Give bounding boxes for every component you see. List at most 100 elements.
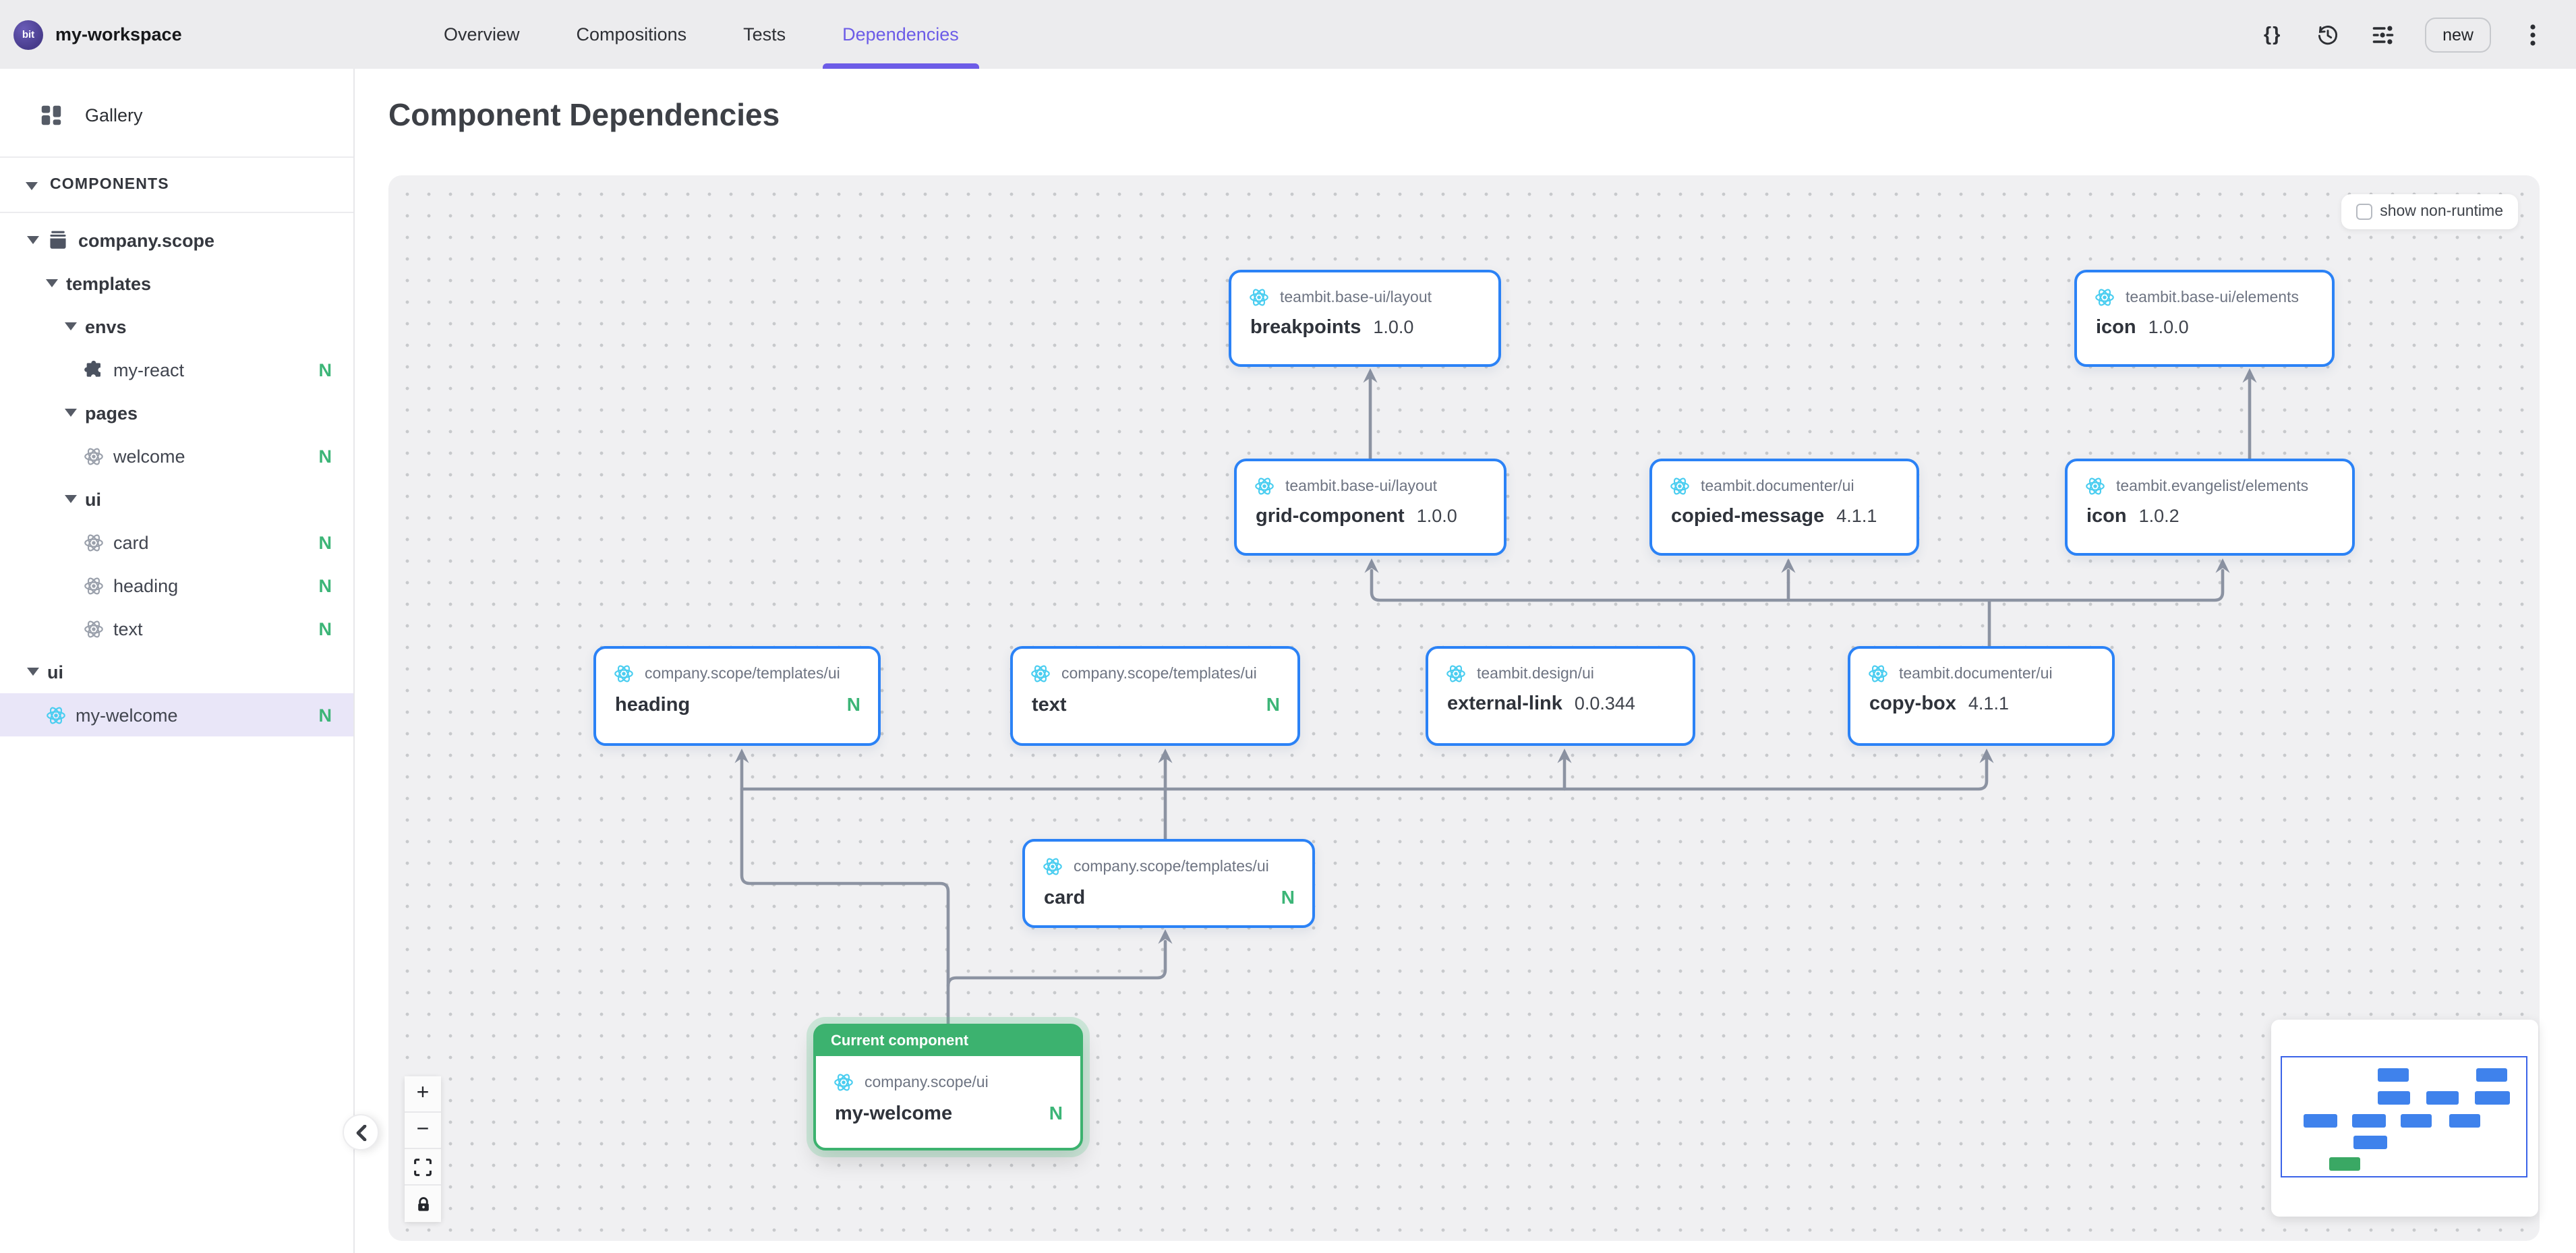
new-button[interactable]: new: [2425, 17, 2491, 52]
zoom-in-button[interactable]: +: [405, 1076, 441, 1113]
react-gray-icon: [82, 575, 104, 595]
gallery-label: Gallery: [85, 105, 143, 125]
code-braces-icon[interactable]: {}: [2263, 24, 2282, 45]
new-status-badge: N: [318, 532, 332, 552]
tree-item-label: ui: [47, 662, 63, 682]
react-cyan-icon: [45, 705, 66, 725]
node-name-label: my-welcome: [835, 1103, 953, 1125]
graph-node-grid-component[interactable]: teambit.base-ui/layout grid-component 1.…: [1234, 459, 1506, 556]
tab-overview[interactable]: Overview: [444, 24, 520, 45]
react-cyan-icon: [1446, 664, 1466, 684]
graph-node-icon-elements[interactable]: teambit.base-ui/elements icon 1.0.0: [2074, 270, 2335, 367]
sidebar-item-gallery[interactable]: Gallery: [0, 69, 353, 156]
new-status-badge: N: [318, 359, 332, 380]
node-version-label: 1.0.0: [1416, 506, 1457, 526]
settings-sliders-icon[interactable]: [2370, 21, 2397, 48]
chevron-down-icon[interactable]: [63, 322, 77, 330]
node-version-label: 1.0.0: [2148, 317, 2189, 337]
zoom-out-button[interactable]: −: [405, 1113, 441, 1149]
sidebar-item-pages[interactable]: pages: [0, 391, 353, 434]
kebab-menu-icon[interactable]: [2519, 21, 2546, 48]
react-cyan-icon: [833, 1072, 854, 1092]
top-nav-tabs: Overview Compositions Tests Dependencies: [415, 0, 987, 69]
new-status-badge: N: [318, 705, 332, 725]
node-name-label: icon: [2096, 317, 2136, 339]
graph-node-card[interactable]: company.scope/templates/ui card N: [1022, 839, 1315, 928]
sidebar-item-envs[interactable]: envs: [0, 305, 353, 348]
show-non-runtime-toggle[interactable]: show non-runtime: [2341, 194, 2518, 229]
node-scope-label: company.scope/templates/ui: [645, 666, 840, 682]
dependency-graph-canvas[interactable]: show non-runtime +− teambit.base-ui/layo…: [388, 175, 2540, 1241]
graph-node-external-link[interactable]: teambit.design/ui external-link 0.0.344: [1426, 646, 1695, 746]
node-scope-label: teambit.evangelist/elements: [2116, 478, 2309, 494]
fit-view-button[interactable]: [405, 1149, 441, 1186]
node-name-label: breakpoints: [1250, 317, 1362, 339]
history-icon[interactable]: [2314, 21, 2341, 48]
tree-item-label: templates: [66, 273, 152, 293]
tab-compositions[interactable]: Compositions: [576, 24, 687, 45]
graph-node-copied-message[interactable]: teambit.documenter/ui copied-message 4.1…: [1649, 459, 1919, 556]
tab-dependencies[interactable]: Dependencies: [814, 0, 987, 69]
react-gray-icon: [82, 532, 104, 552]
components-section-title: COMPONENTS: [50, 177, 169, 193]
graph-node-heading[interactable]: company.scope/templates/ui heading N: [593, 646, 881, 746]
react-cyan-icon: [614, 664, 634, 684]
show-non-runtime-checkbox[interactable]: [2355, 204, 2372, 220]
node-version-label: 4.1.1: [1968, 693, 2009, 713]
sidebar-item-ui[interactable]: ui: [0, 477, 353, 521]
node-scope-label: teambit.base-ui/elements: [2126, 289, 2299, 305]
show-non-runtime-label: show non-runtime: [2380, 204, 2503, 220]
tree-item-label: card: [113, 532, 149, 552]
chevron-down-icon[interactable]: [45, 279, 58, 287]
tree-item-label: text: [113, 618, 143, 639]
react-cyan-icon: [1868, 664, 1888, 684]
node-name-label: copy-box: [1869, 693, 1956, 715]
node-name-label: external-link: [1447, 693, 1562, 715]
graph-node-text[interactable]: company.scope/templates/ui text N: [1010, 646, 1300, 746]
node-name-label: text: [1032, 695, 1067, 716]
new-status-badge: N: [318, 618, 332, 639]
graph-node-my-welcome[interactable]: Current component company.scope/ui my-we…: [813, 1024, 1083, 1150]
react-cyan-icon: [2095, 287, 2115, 308]
new-status-badge: N: [318, 446, 332, 466]
new-status-badge: N: [1266, 693, 1280, 715]
components-section-header[interactable]: COMPONENTS: [0, 158, 353, 212]
graph-zoom-controls: +−: [405, 1076, 441, 1222]
graph-node-icon-evangelist[interactable]: teambit.evangelist/elements icon 1.0.2: [2065, 459, 2355, 556]
chevron-down-icon: [26, 173, 38, 197]
graph-minimap[interactable]: [2271, 1020, 2538, 1217]
sidebar-collapse-button[interactable]: [343, 1114, 379, 1150]
node-name-label: grid-component: [1256, 506, 1405, 527]
node-scope-label: teambit.base-ui/layout: [1285, 478, 1438, 494]
react-cyan-icon: [2085, 476, 2105, 496]
sidebar-item-company.scope[interactable]: company.scope: [0, 218, 353, 262]
node-version-label: 4.1.1: [1836, 506, 1877, 526]
minimap-node: [2304, 1114, 2337, 1128]
top-bar: bit my-workspace Overview Compositions Tes…: [0, 0, 2576, 69]
graph-node-copy-box[interactable]: teambit.documenter/ui copy-box 4.1.1: [1848, 646, 2115, 746]
tree-item-label: heading: [113, 575, 179, 595]
minimap-node: [2449, 1114, 2480, 1128]
minimap-viewport[interactable]: [2281, 1056, 2527, 1177]
react-cyan-icon: [1670, 476, 1690, 496]
sidebar-item-templates[interactable]: templates: [0, 262, 353, 305]
chevron-down-icon[interactable]: [63, 495, 77, 503]
chevron-down-icon[interactable]: [63, 409, 77, 417]
chevron-down-icon[interactable]: [26, 668, 39, 676]
workspace-logo[interactable]: bit my-workspace: [0, 20, 355, 49]
lock-button[interactable]: [405, 1186, 441, 1222]
sidebar-item-ui[interactable]: ui: [0, 650, 353, 693]
sidebar-item-card[interactable]: card N: [0, 521, 353, 564]
graph-node-breakpoints[interactable]: teambit.base-ui/layout breakpoints 1.0.0: [1229, 270, 1501, 367]
tree-item-label: pages: [85, 403, 138, 423]
chevron-down-icon[interactable]: [26, 236, 39, 244]
new-status-badge: N: [846, 693, 860, 715]
tab-tests[interactable]: Tests: [743, 24, 786, 45]
node-scope-label: teambit.documenter/ui: [1701, 478, 1854, 494]
sidebar-item-text[interactable]: text N: [0, 607, 353, 650]
react-cyan-icon: [1254, 476, 1275, 496]
